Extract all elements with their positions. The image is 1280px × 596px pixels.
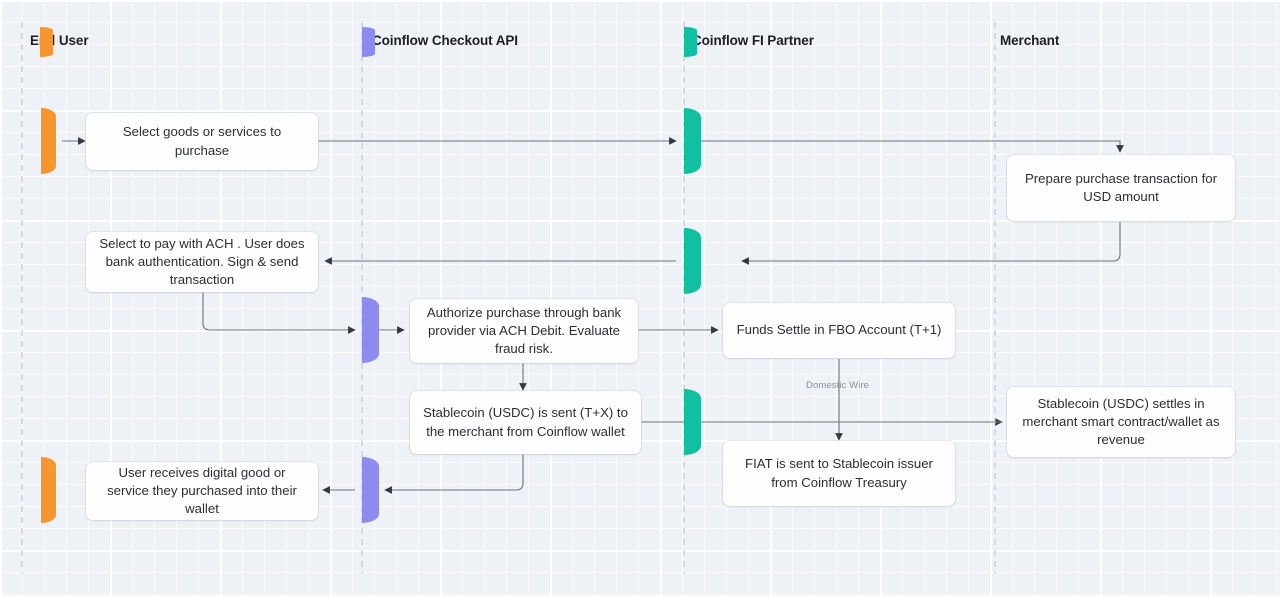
lane-marker-checkout-1 (362, 297, 379, 363)
lane-marker-checkout-header (362, 27, 375, 57)
node-authorize-purchase-label: Authorize purchase through bank provider… (426, 304, 622, 357)
node-select-ach[interactable]: Select to pay with ACH . User does bank … (86, 232, 318, 292)
node-usdc-settles-merchant-label: Stablecoin (USDC) settles in merchant sm… (1022, 395, 1220, 448)
node-usdc-settles-merchant[interactable]: Stablecoin (USDC) settles in merchant sm… (1007, 387, 1235, 457)
lane-marker-fi-2 (684, 228, 701, 294)
edge-prepare-to-fi2 (741, 222, 1121, 265)
node-select-ach-label: Select to pay with ACH . User does bank … (99, 235, 305, 288)
node-funds-settle[interactable]: Funds Settle in FBO Account (T+1) (723, 303, 955, 358)
node-user-receives[interactable]: User receives digital good or service th… (86, 462, 318, 520)
node-funds-settle-label: Funds Settle in FBO Account (T+1) (736, 322, 942, 338)
lane-header-end-user: End User (30, 33, 89, 48)
edge-stablecoin-to-checkout2 (384, 454, 524, 494)
lane-marker-end-user-2 (41, 457, 56, 523)
lane-marker-fi-1 (684, 108, 701, 174)
edge-ach-to-checkout (202, 291, 356, 334)
node-prepare-transaction-label: Prepare purchase transaction for USD amo… (1024, 170, 1218, 204)
node-stablecoin-sent[interactable]: Stablecoin (USDC) is sent (T+X) to the m… (410, 391, 641, 454)
node-select-goods[interactable]: Select goods or services to purchase (86, 113, 318, 170)
node-fiat-to-issuer[interactable]: FIAT is sent to Stablecoin issuer from C… (723, 441, 955, 506)
node-prepare-transaction[interactable]: Prepare purchase transaction for USD amo… (1007, 155, 1235, 221)
lane-header-merchant: Merchant (1000, 33, 1060, 48)
node-fiat-to-issuer-label: FIAT is sent to Stablecoin issuer from C… (745, 456, 933, 490)
lane-marker-end-user-header (40, 27, 53, 57)
node-stablecoin-sent-label: Stablecoin (USDC) is sent (T+X) to the m… (423, 405, 628, 439)
lane-marker-fi-header (684, 27, 697, 57)
edge-fi-to-prepare (700, 140, 1124, 153)
node-authorize-purchase[interactable]: Authorize purchase through bank provider… (410, 299, 638, 363)
node-select-goods-label: Select goods or services to purchase (122, 124, 282, 158)
lane-header-fi-partner: Coinflow FI Partner (692, 33, 814, 48)
lane-marker-end-user-1 (41, 108, 56, 174)
lane-header-checkout-api: Coinflow Checkout API (372, 33, 518, 48)
lane-marker-checkout-2 (362, 457, 379, 523)
edge-label-domestic-wire: Domestic Wire (806, 380, 870, 391)
node-user-receives-label: User receives digital good or service th… (107, 464, 297, 517)
lane-marker-fi-3 (684, 389, 701, 455)
